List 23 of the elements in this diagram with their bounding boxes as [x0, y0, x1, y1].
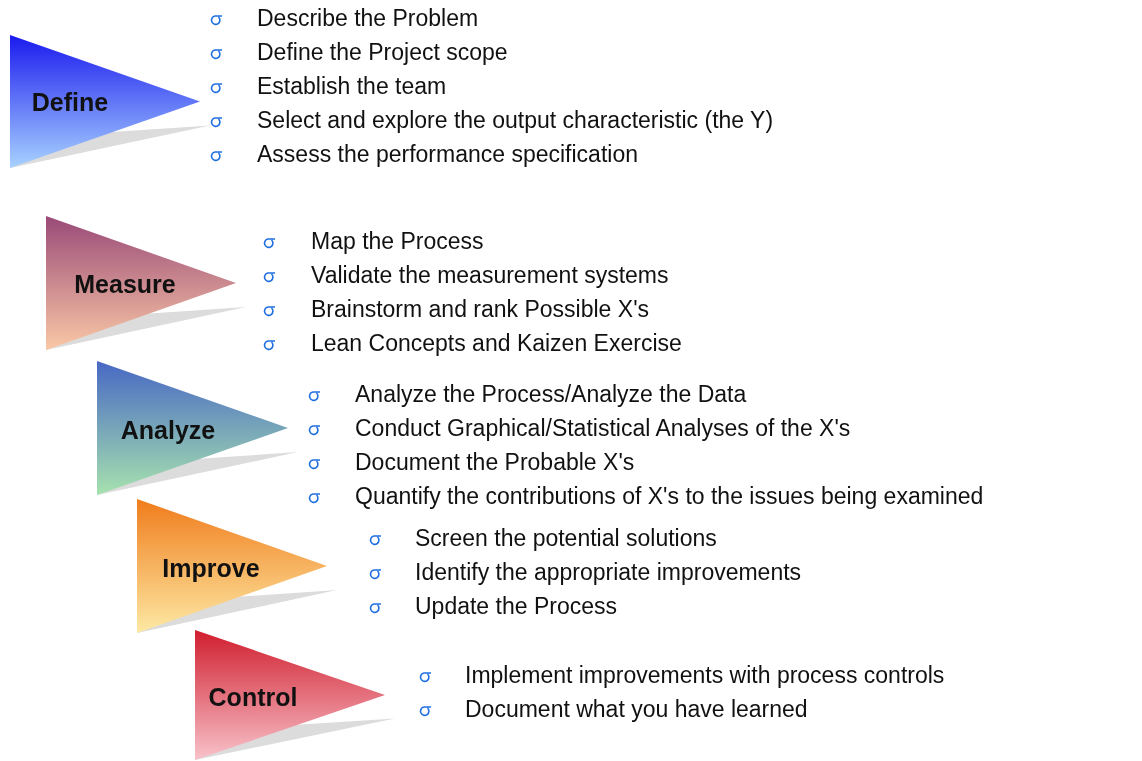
list-item: Validate the measurement systems [311, 261, 669, 289]
list-item: Implement improvements with process controls [465, 661, 945, 689]
phase-label: Define [31, 87, 109, 117]
phase-label: Improve [162, 553, 260, 583]
list-item: Update the Process [415, 592, 617, 620]
list-item: Assess the performance specification [257, 140, 638, 168]
list-item: Document what you have learned [465, 695, 808, 723]
list-item: Define the Project scope [257, 38, 508, 66]
list-item: Quantify the contributions of X's to the issues being examined [355, 482, 984, 510]
list-item: Map the Process [311, 227, 484, 255]
list-item: Identify the appropriate improvements [415, 558, 802, 586]
list-item: Lean Concepts and Kaizen Exercise [311, 329, 682, 357]
list-item: Establish the team [257, 72, 447, 100]
phase-label: Control [208, 682, 298, 712]
list-item: Screen the potential solutions [415, 524, 717, 552]
phase-label: Measure [74, 269, 176, 299]
list-item: Select and explore the output characteristic (the Y) [257, 106, 774, 134]
list-item: Brainstorm and rank Possible X's [311, 295, 650, 323]
list-item: Conduct Graphical/Statistical Analyses of the X's [355, 414, 851, 442]
list-item: Analyze the Process/Analyze the Data [355, 380, 747, 408]
list-item: Describe the Problem [257, 4, 479, 32]
phase-label: Analyze [120, 415, 216, 445]
list-item: Document the Probable X's [355, 448, 635, 476]
